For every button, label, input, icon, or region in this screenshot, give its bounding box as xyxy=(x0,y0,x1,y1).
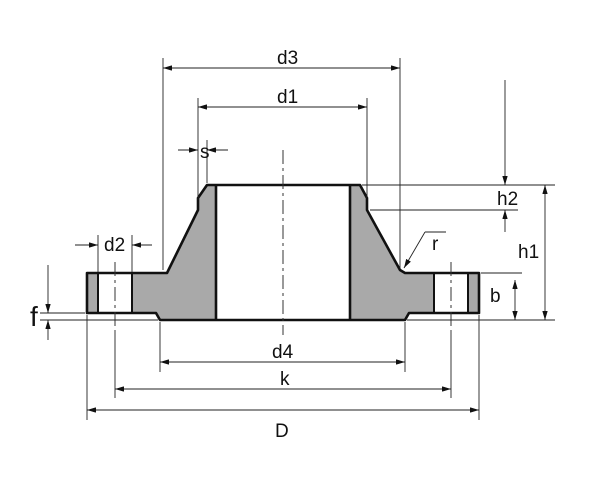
label-d3: d3 xyxy=(277,48,298,69)
dimension-lines xyxy=(45,65,548,413)
label-s: s xyxy=(200,142,210,163)
label-d1: d1 xyxy=(277,87,298,108)
label-h2: h2 xyxy=(497,189,518,210)
label-D: D xyxy=(275,421,289,442)
extension-lines xyxy=(40,58,555,420)
label-h1: h1 xyxy=(518,242,539,263)
label-k: k xyxy=(280,369,290,390)
label-d4: d4 xyxy=(272,342,294,363)
label-d2: d2 xyxy=(104,235,125,256)
flange-outline xyxy=(85,183,481,322)
label-b: b xyxy=(490,286,501,307)
label-f: f xyxy=(30,301,38,332)
label-r: r xyxy=(432,234,439,255)
